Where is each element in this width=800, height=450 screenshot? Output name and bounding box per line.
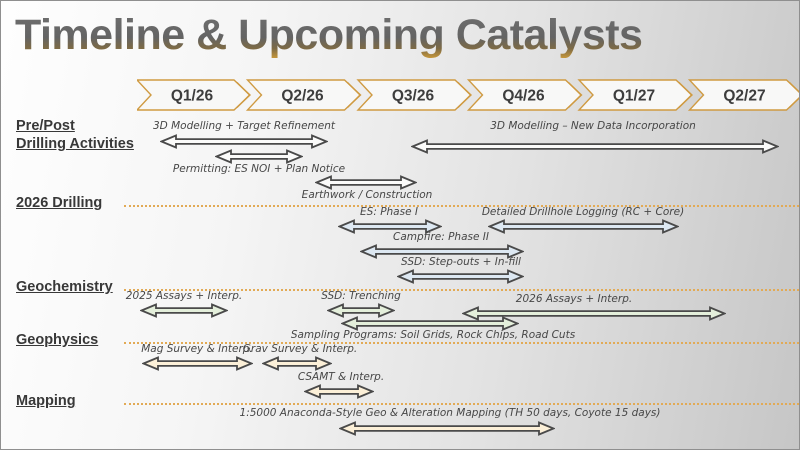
slide-title-graphic: Timeline & Upcoming Catalysts (15, 11, 643, 59)
timeline-arrow (141, 356, 254, 376)
quarter-chevron: Q4/26 (466, 79, 583, 111)
timeline-arrow (159, 134, 329, 154)
section-header-2026-drilling: 2026 Drilling (16, 195, 103, 211)
chevron-separator-icon (789, 82, 799, 108)
timeline-arrow-label: SSD: Step-outs + In-fill (401, 256, 521, 268)
timeline-arrow (340, 316, 520, 336)
section-header-geophysics: Geophysics (16, 332, 99, 348)
timeline-arrow (338, 421, 556, 441)
timeline-arrow (303, 384, 375, 404)
section-header-line: Pre/Post (16, 118, 75, 134)
timeline-arrow-label: Detailed Drillhole Logging (RC + Core) (481, 206, 685, 218)
timeline-arrow (410, 139, 780, 159)
timeline-arrow-label: Earthwork / Construction (301, 189, 433, 201)
timeline-arrow-label: Permitting: ES NOI + Plan Notice (172, 163, 346, 175)
section-header-geochemistry: Geochemistry (16, 279, 113, 295)
quarter-label: Q1/27 (613, 88, 655, 105)
timeline-arrow (337, 219, 443, 239)
quarter-chevron: Q1/26 (137, 79, 252, 111)
section-divider-line (124, 403, 799, 405)
chevron-separator-icon (457, 82, 472, 108)
timeline-arrow-label: 3D Modelling + Target Refinement (152, 120, 336, 132)
timeline-arrow (359, 244, 525, 264)
quarter-chevron: Q3/26 (356, 79, 473, 111)
timeline-arrow-label: Sampling Programs: Soil Grids, Rock Chip… (290, 329, 576, 341)
chevron-separator-icon (678, 82, 693, 108)
timeline-arrow (326, 303, 396, 323)
section-divider-line (124, 289, 799, 291)
timeline-arrow (461, 306, 727, 326)
timeline-arrow-label: CSAMT & Interp. (297, 371, 385, 383)
quarter-chevron: Q2/26 (245, 79, 362, 111)
section-divider-line (124, 205, 799, 207)
chevron-separator-icon (236, 82, 251, 108)
timeline-arrow-label: SSD: Trenching (321, 290, 401, 302)
timeline-arrow (396, 269, 525, 289)
timeline-arrow (139, 303, 229, 323)
quarter-label: Q1/26 (171, 88, 214, 105)
timeline-arrow (261, 356, 333, 376)
timeline-arrow (487, 219, 680, 239)
timeline-arrow-label: Mag Survey & Interp. (141, 343, 253, 355)
chevron-separator-icon (347, 82, 361, 108)
quarter-label: Q4/26 (502, 88, 545, 105)
timeline-arrow-label: Grav Survey & Interp. (242, 343, 358, 355)
quarter-chevron: Q2/27 (687, 79, 799, 111)
section-divider-line (124, 342, 799, 344)
quarter-label: Q2/26 (281, 88, 324, 105)
timeline-arrow-label: 2026 Assays + Interp. (515, 293, 633, 305)
timeline-arrow-label: 3D Modelling – New Data Incorporation (490, 120, 696, 132)
quarter-label: Q2/27 (723, 88, 765, 105)
quarter-chevron-band: Q1/26 Q2/26 Q3/26 Q4/26 Q1/27 Q2/27 (137, 79, 799, 111)
timeline-arrow-label: 1:5000 Anaconda-Style Geo & Alteration M… (239, 407, 661, 419)
timeline-arrow-label: ES: Phase I (360, 206, 418, 218)
section-header-mapping: Mapping (16, 393, 76, 409)
timeline-arrow (214, 149, 304, 169)
quarter-label: Q3/26 (392, 88, 435, 105)
page-title: Timeline & Upcoming Catalysts (15, 11, 642, 59)
quarter-chevron: Q1/27 (577, 79, 694, 111)
section-header-line: Drilling Activities (16, 136, 134, 152)
chevron-separator-icon (568, 82, 582, 108)
timeline-arrow-label: Campfire: Phase II (393, 231, 489, 243)
timeline-arrow-label: 2025 Assays + Interp. (125, 290, 243, 302)
section-header-prepost-drilling: Pre/Post Drilling Activities (16, 117, 134, 153)
timeline-arrow (314, 175, 418, 195)
